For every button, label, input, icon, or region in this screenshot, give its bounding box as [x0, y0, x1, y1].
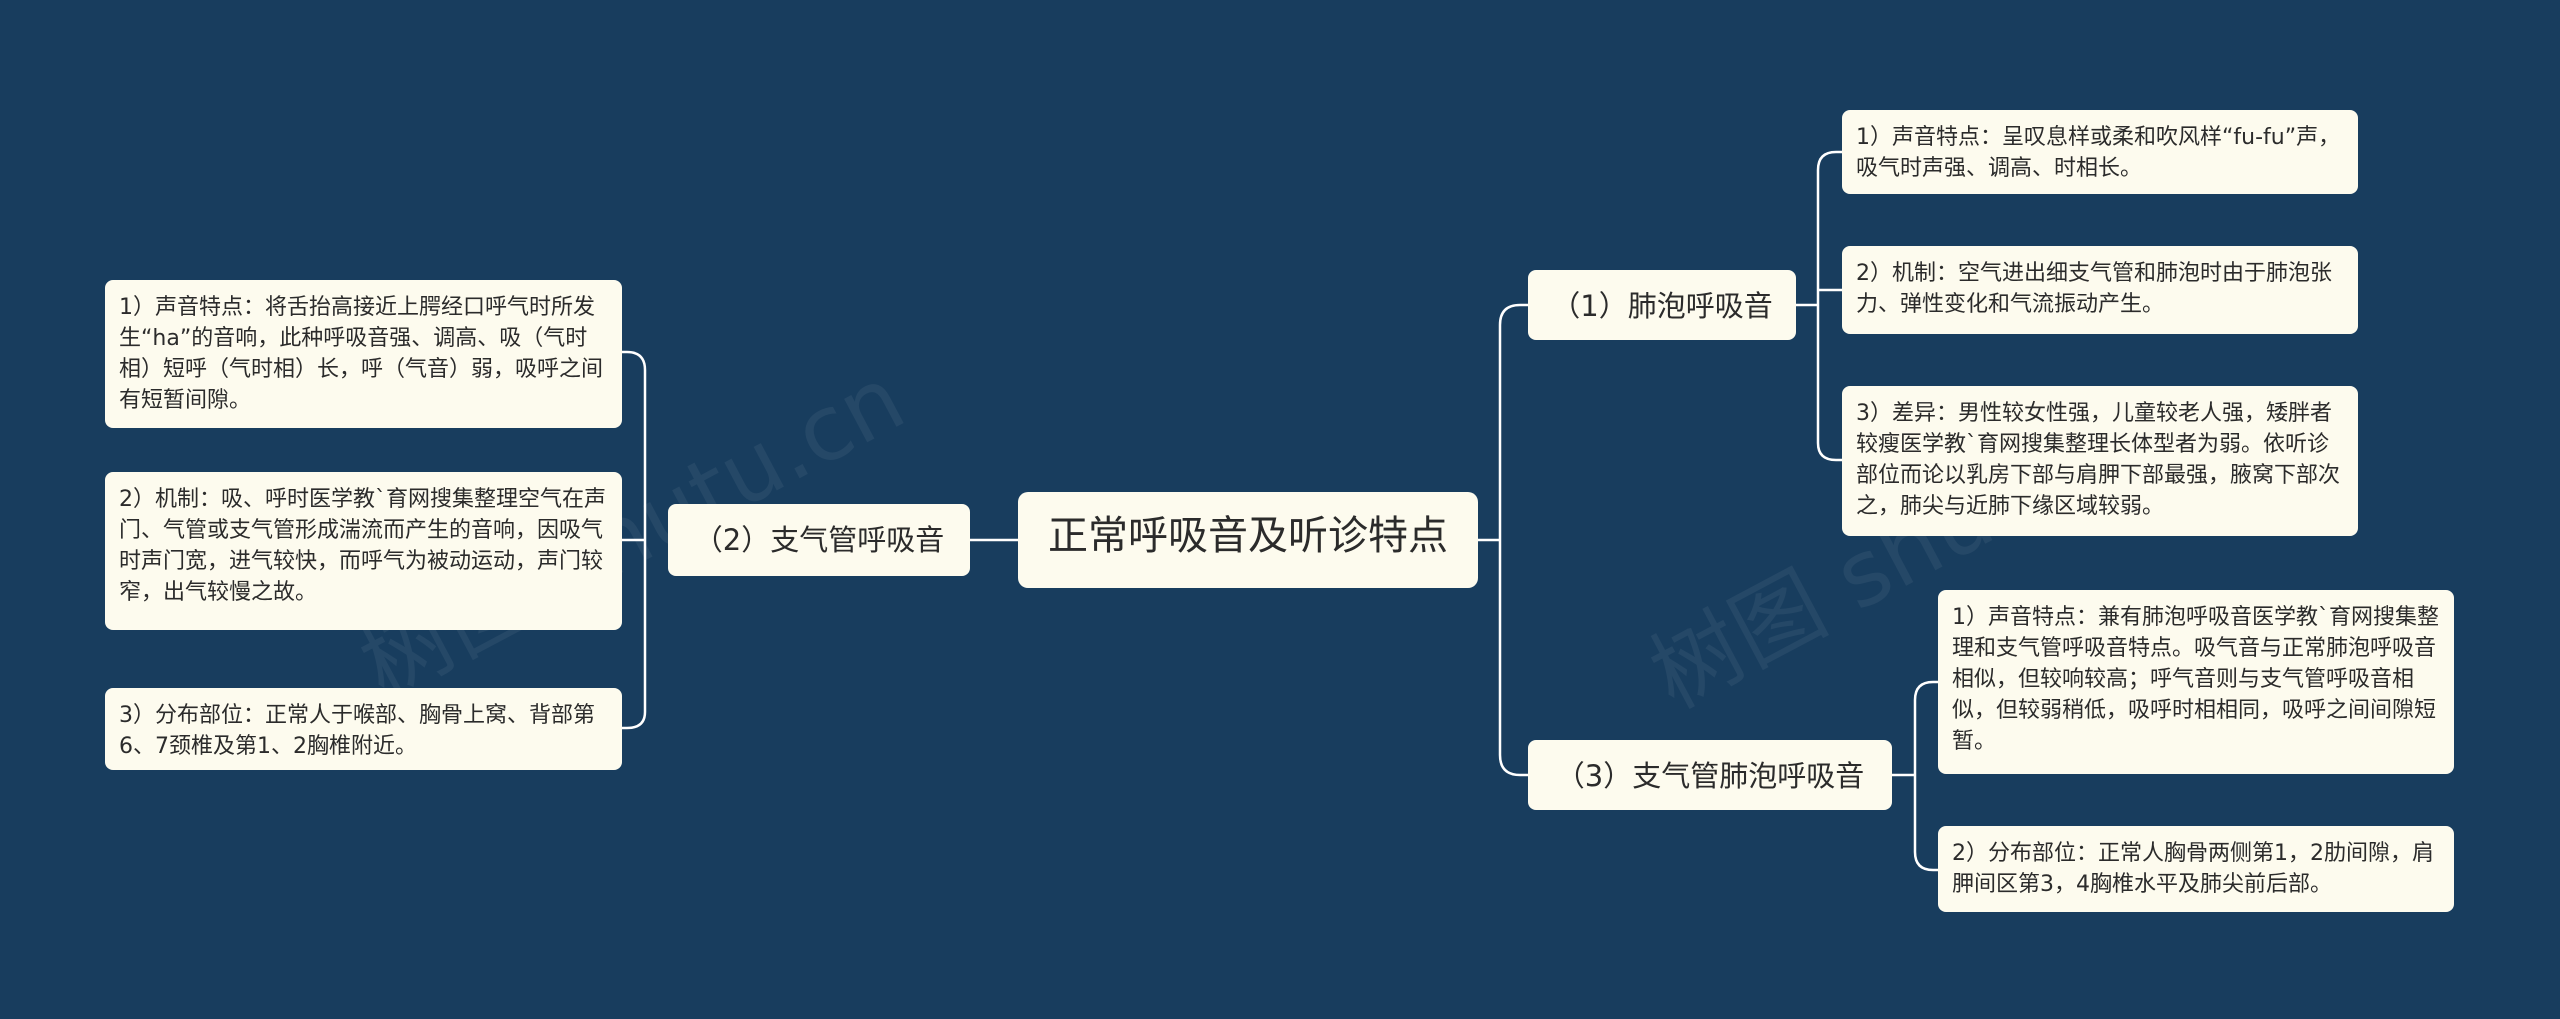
leaf-bronchial-1[interactable]: 1）声音特点：将舌抬高接近上腭经口呼气时所发生“ha”的音响，此种呼吸音强、调高… [105, 280, 622, 428]
leaf-bronchovesicular-1[interactable]: 1）声音特点：兼有肺泡呼吸音医学教`育网搜集整理和支气管呼吸音特点。吸气音与正常… [1938, 590, 2454, 774]
leaf-bronchial-3[interactable]: 3）分布部位：正常人于喉部、胸骨上窝、背部第6、7颈椎及第1、2胸椎附近。 [105, 688, 622, 770]
branch-alveolar[interactable]: （1）肺泡呼吸音 [1528, 270, 1796, 340]
leaf-alveolar-2[interactable]: 2）机制：空气进出细支气管和肺泡时由于肺泡张力、弹性变化和气流振动产生。 [1842, 246, 2358, 334]
connector-spine-alveolar [1796, 150, 1842, 462]
leaf-bronchial-2[interactable]: 2）机制：吸、呼时医学教`育网搜集整理空气在声门、气管或支气管形成湍流而产生的音… [105, 472, 622, 630]
connector-spine-right [1498, 303, 1528, 777]
leaf-bronchovesicular-2[interactable]: 2）分布部位：正常人胸骨两侧第1，2肋间隙，肩胛间区第3，4胸椎水平及肺尖前后部… [1938, 826, 2454, 912]
branch-bronchovesicular[interactable]: （3）支气管肺泡呼吸音 [1528, 740, 1892, 810]
leaf-alveolar-3[interactable]: 3）差异：男性较女性强，儿童较老人强，矮胖者较瘦医学教`育网搜集整理长体型者为弱… [1842, 386, 2358, 536]
root-node[interactable]: 正常呼吸音及听诊特点 [1018, 492, 1478, 588]
branch-bronchial[interactable]: （2）支气管呼吸音 [668, 504, 970, 576]
connector-spine-bronchovesicular [1892, 680, 1938, 872]
leaf-alveolar-1[interactable]: 1）声音特点：呈叹息样或柔和吹风样“fu-fu”声，吸气时声强、调高、时相长。 [1842, 110, 2358, 194]
connector-spine-left [620, 350, 647, 730]
